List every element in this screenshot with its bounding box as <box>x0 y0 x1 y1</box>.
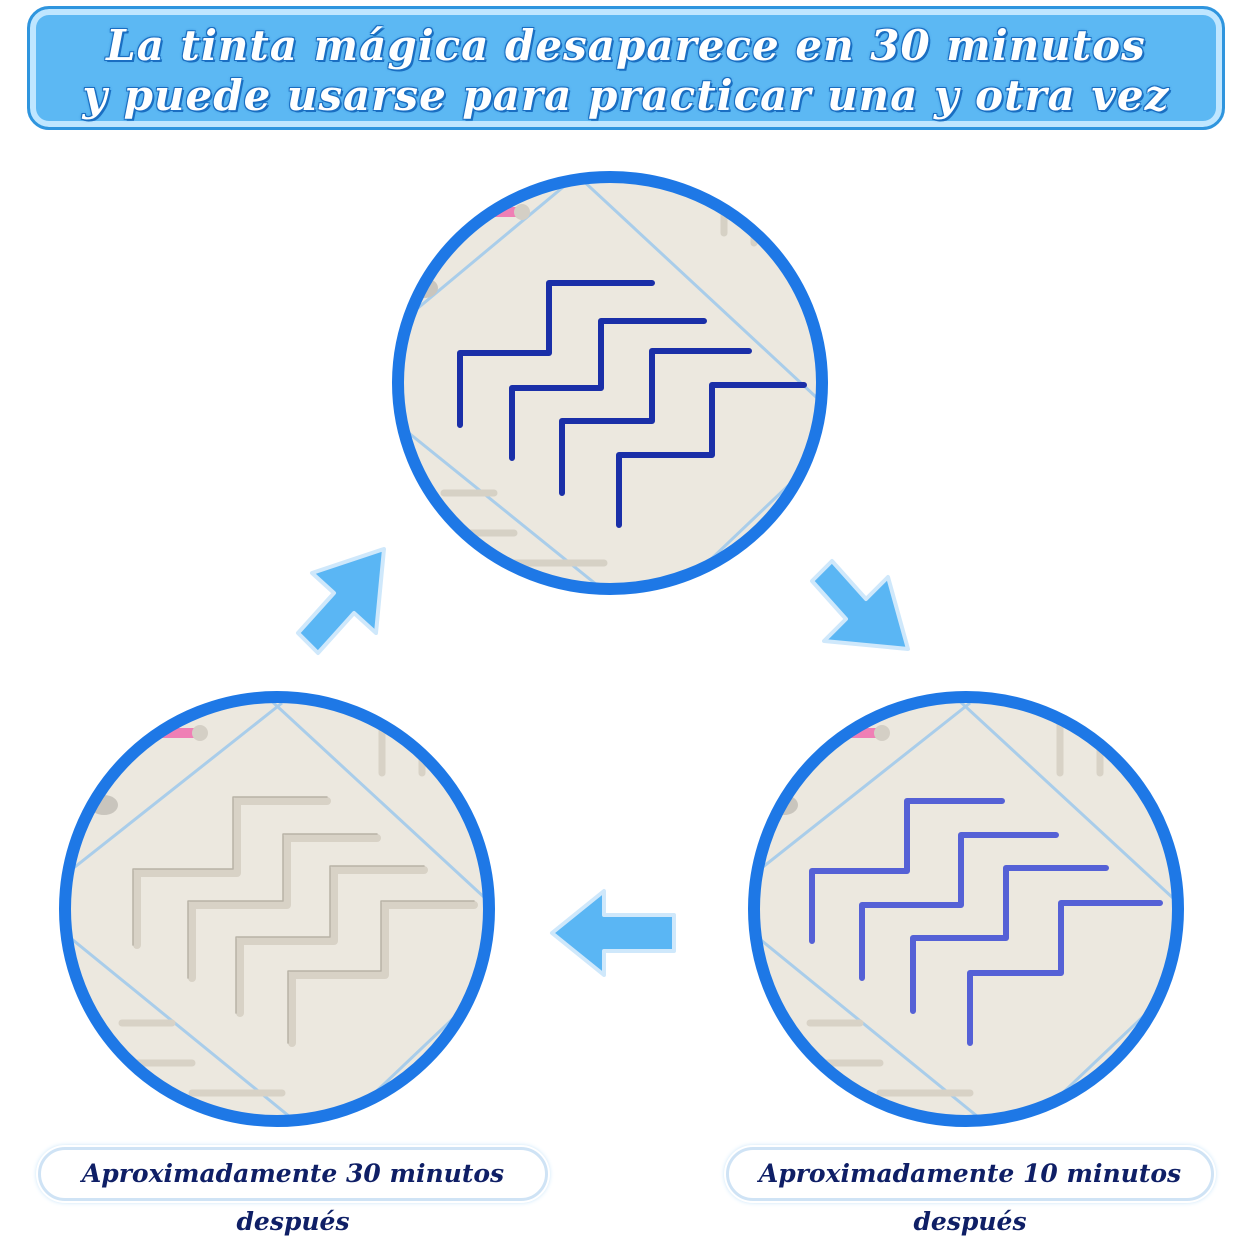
banner-line-1: La tinta mágica desaparece en 30 minutos <box>106 21 1146 70</box>
banner-line-2: y puede usarse para practicar una y otra… <box>82 71 1170 120</box>
circle-partial-10min <box>748 691 1184 1127</box>
circle-fresh-ink <box>392 171 828 595</box>
title-banner: La tinta mágica desaparece en 30 minutos… <box>27 6 1225 130</box>
caption-10-minutes: Aproximadamente 10 minutos después <box>726 1147 1214 1236</box>
ink-zigzag-faded <box>809 798 1163 1046</box>
circle-faded-30min <box>59 691 495 1127</box>
ink-zigzag-fresh <box>457 280 807 528</box>
groove-zigzag-faded <box>133 797 478 1047</box>
caption-30-minutes: Aproximadamente 30 minutos después <box>38 1147 548 1236</box>
arrow-down-right-icon <box>810 559 910 651</box>
arrow-up-right-icon <box>296 547 386 655</box>
arrow-left-icon <box>550 889 676 977</box>
